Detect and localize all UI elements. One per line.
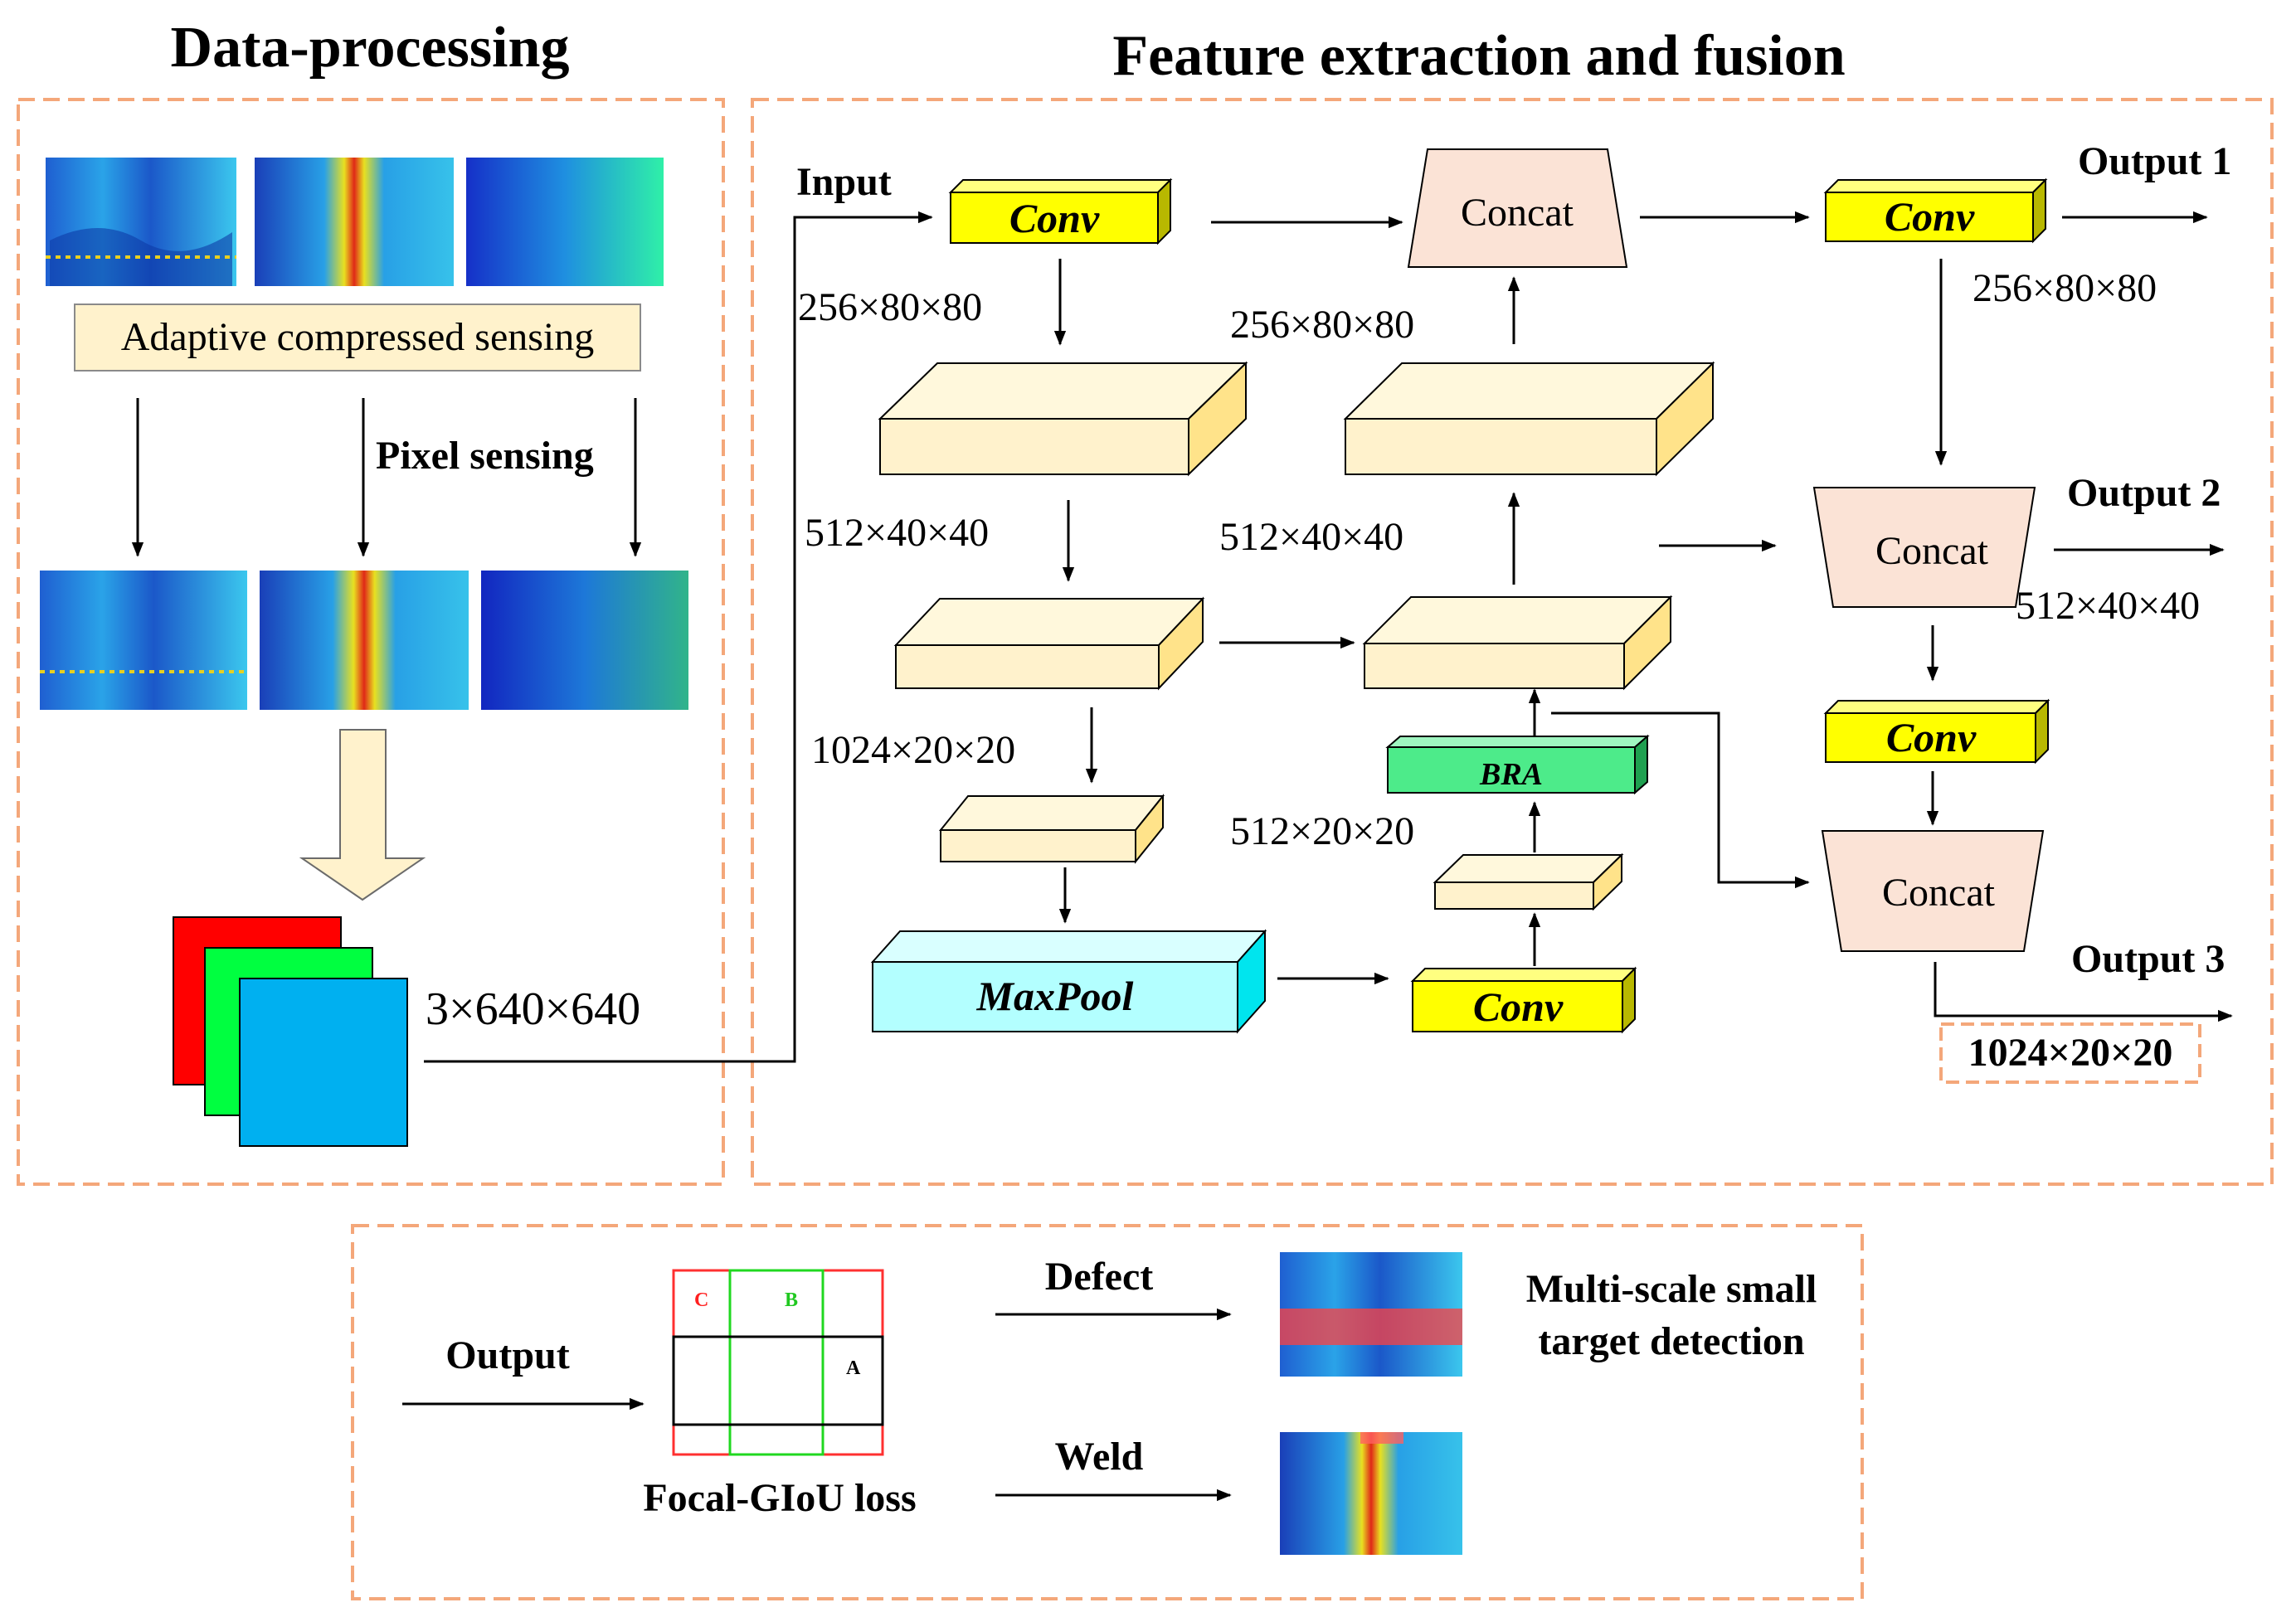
giou-box-a (672, 1335, 884, 1426)
backbone-block-1 (879, 418, 1189, 475)
sensed-heatmap-2 (260, 571, 469, 710)
head-conv-2 (1825, 712, 2036, 763)
neck-block1-top (1343, 362, 1715, 420)
loss-output-label: Output (445, 1333, 569, 1377)
loss-frame (351, 1224, 1864, 1600)
output3-dim-box (1939, 1022, 2201, 1084)
maxpool-label: MaxPool (976, 973, 1134, 1019)
neck-block-3 (1434, 881, 1594, 910)
backbone-block-2 (895, 644, 1160, 689)
head-dim-512: 512×40×40 (2016, 584, 2200, 628)
head-dim-1024: 1024×20×20 (1968, 1031, 2173, 1075)
conv1-top (948, 179, 1173, 193)
detection-label-line1: Multi-scale small (1526, 1267, 1817, 1311)
neck-dim-256: 256×80×80 (1230, 303, 1414, 347)
neck-concat (1407, 148, 1628, 268)
head-conv-2-label: Conv (1886, 714, 1977, 760)
block3-top (938, 795, 1165, 831)
head-conv1-top (1823, 179, 2048, 193)
head-concat-3 (1821, 830, 2045, 952)
bra-to-concat3-connector (1551, 711, 1810, 889)
neck-dim-512: 512×40×40 (1219, 515, 1403, 559)
defect-detection-band (1280, 1309, 1462, 1345)
input-label: Input (796, 160, 892, 204)
backbone-conv-1 (950, 192, 1159, 244)
sensed-heatmap-1 (40, 571, 247, 710)
backbone-dim-256: 256×80×80 (798, 285, 982, 329)
defect-label: Defect (1045, 1255, 1154, 1299)
giou-box-b (728, 1269, 825, 1456)
blue-channel (239, 978, 408, 1147)
weld-detection-tag (1360, 1432, 1403, 1444)
block2-top (893, 598, 1205, 646)
output3-label: Output 3 (2071, 937, 2225, 981)
maxpool-block (872, 961, 1238, 1032)
neck-conv-label: Conv (1473, 983, 1564, 1030)
head-concat-2 (1812, 487, 2036, 608)
neck-conv (1412, 980, 1623, 1032)
feature-extraction-frame (751, 98, 2274, 1186)
neck-block-2 (1364, 643, 1625, 689)
input-connector (424, 211, 933, 1063)
weld-detection-image (1280, 1432, 1462, 1555)
box-b-label: B (785, 1289, 798, 1311)
adaptive-sensing-box (74, 304, 641, 372)
original-heatmap-3 (466, 158, 664, 286)
data-processing-title: Data-processing (171, 16, 570, 80)
original-heatmap-2 (255, 158, 454, 286)
backbone-dim-512: 512×40×40 (805, 511, 989, 555)
output3-connector (1934, 962, 2233, 1022)
bra-block (1387, 746, 1636, 794)
head-conv-1-label: Conv (1885, 193, 1975, 240)
sensed-heatmap-3 (481, 571, 688, 710)
block1-top (878, 362, 1248, 420)
backbone-conv-1-label: Conv (1009, 195, 1100, 241)
box-c-label: C (694, 1289, 708, 1311)
bra-top (1385, 736, 1650, 748)
backbone-block-3 (940, 829, 1136, 862)
output2-label: Output 2 (2067, 471, 2221, 515)
neck-block3-top (1433, 854, 1624, 883)
heatmap-1-pattern (50, 228, 232, 286)
head-conv2-top (1823, 700, 2050, 714)
input-size-label: 3×640×640 (426, 983, 640, 1035)
neck-dim-512-20: 512×20×20 (1230, 809, 1414, 853)
head-dim-256: 256×80×80 (1973, 266, 2157, 310)
backbone-dim-1024: 1024×20×20 (811, 728, 1015, 772)
head-concat-2-label: Concat (1875, 529, 1989, 573)
output1-label: Output 1 (2078, 139, 2231, 183)
box-a-label: A (846, 1357, 861, 1379)
detection-label-line2: target detection (1538, 1319, 1804, 1363)
weld-label: Weld (1055, 1435, 1144, 1479)
bra-side (1634, 734, 1648, 795)
focal-giou-loss-label: Focal-GIoU loss (643, 1476, 916, 1520)
neck-concat-label: Concat (1461, 191, 1574, 235)
neck-block2-top (1362, 596, 1673, 644)
neck-block-1 (1345, 418, 1657, 475)
data-processing-frame (17, 98, 725, 1186)
adaptive-sensing-label: Adaptive compressed sensing (121, 315, 595, 359)
neck-conv-side (1622, 966, 1636, 1034)
head-conv-1 (1825, 192, 2034, 242)
feature-extraction-title: Feature extraction and fusion (1112, 24, 1845, 88)
down-arrow-icon (299, 729, 426, 901)
bra-label: BRA (1479, 757, 1543, 792)
conv1-side (1157, 177, 1171, 245)
neck-conv-top (1410, 968, 1637, 982)
head-concat-3-label: Concat (1882, 871, 1996, 915)
pixel-sensing-label: Pixel sensing (376, 434, 594, 478)
maxpool-top (870, 930, 1267, 963)
